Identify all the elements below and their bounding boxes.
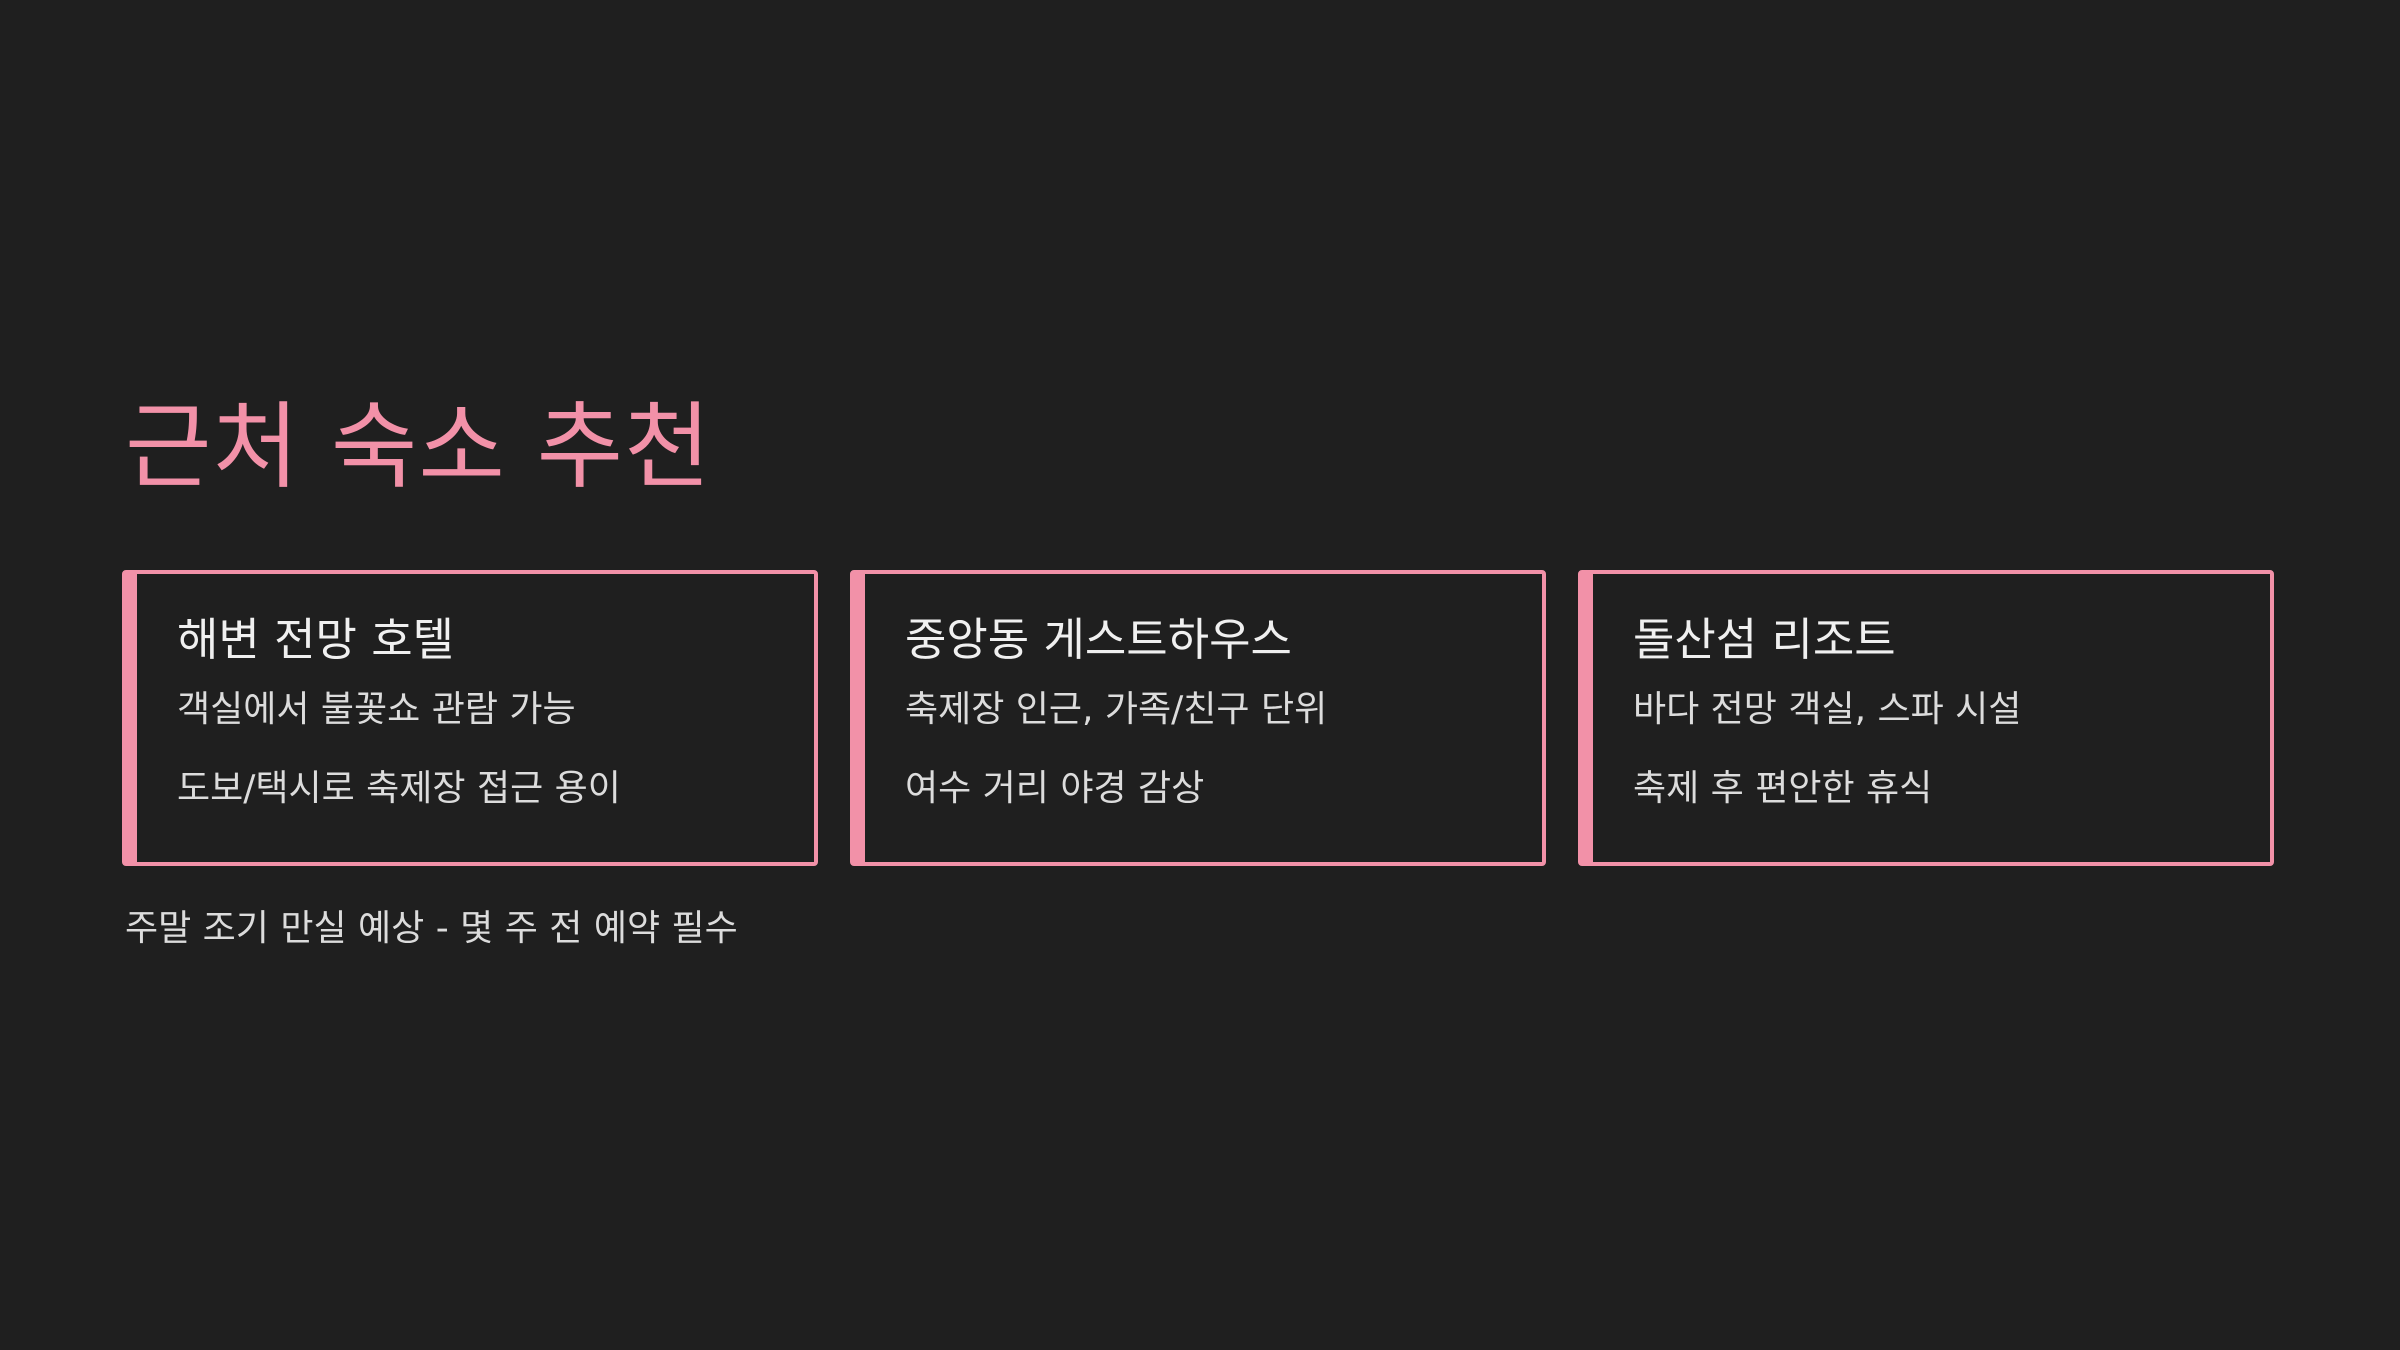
card-detail: 도보/택시로 축제장 접근 용이 xyxy=(177,768,621,809)
card-resort: 돌산섬 리조트 바다 전망 객실, 스파 시설 축제 후 편안한 휴식 xyxy=(1578,570,2274,866)
slide-title: 근처 숙소 추천 xyxy=(125,393,712,502)
card-detail: 축제장 인근, 가족/친구 단위 xyxy=(905,689,1328,730)
card-title: 중앙동 게스트하우스 xyxy=(905,613,1292,666)
card-title: 해변 전망 호텔 xyxy=(177,613,455,666)
card-detail: 축제 후 편안한 휴식 xyxy=(1633,768,1933,809)
card-detail: 객실에서 불꽃쇼 관람 가능 xyxy=(177,689,576,730)
card-beach-hotel: 해변 전망 호텔 객실에서 불꽃쇼 관람 가능 도보/택시로 축제장 접근 용이 xyxy=(122,570,818,866)
accommodation-cards: 해변 전망 호텔 객실에서 불꽃쇼 관람 가능 도보/택시로 축제장 접근 용이… xyxy=(122,570,2274,866)
card-guesthouse: 중앙동 게스트하우스 축제장 인근, 가족/친구 단위 여수 거리 야경 감상 xyxy=(850,570,1546,866)
card-detail: 바다 전망 객실, 스파 시설 xyxy=(1633,689,2022,730)
booking-note: 주말 조기 만실 예상 - 몇 주 전 예약 필수 xyxy=(125,908,738,949)
card-title: 돌산섬 리조트 xyxy=(1633,613,1896,666)
card-detail: 여수 거리 야경 감상 xyxy=(905,768,1205,809)
